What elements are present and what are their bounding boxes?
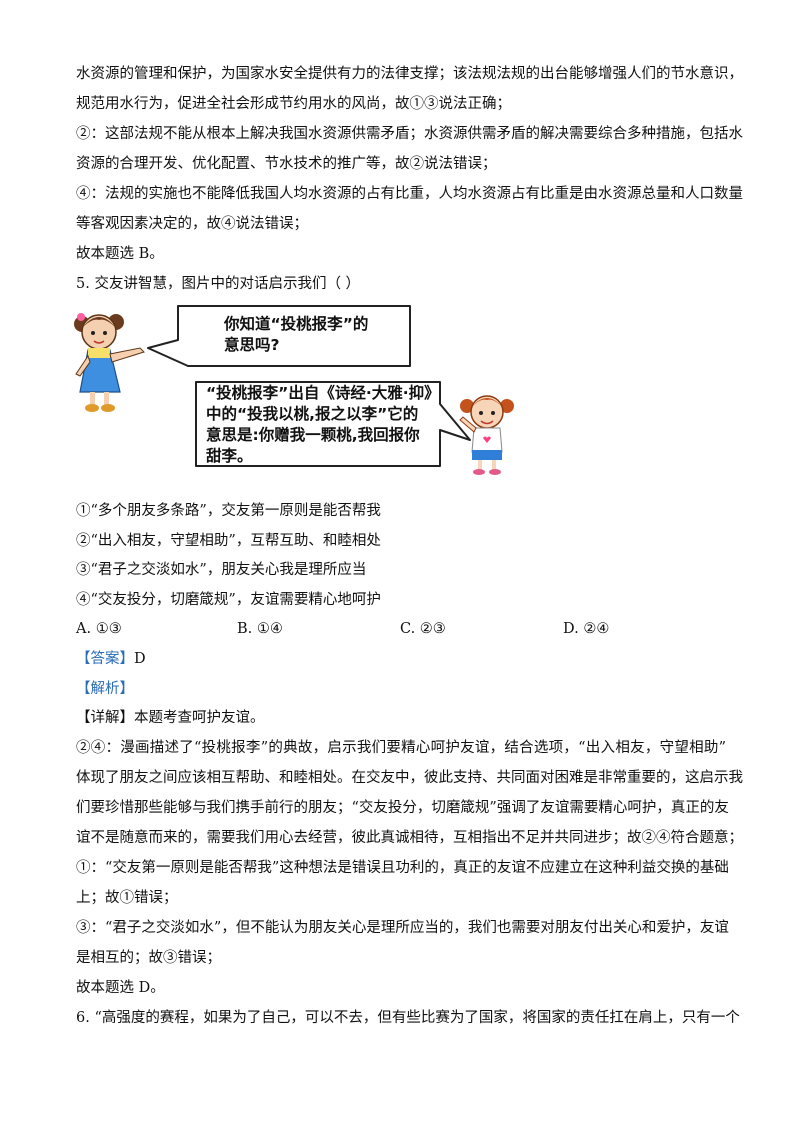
explanation-line: 谊不是随意而来的，需要我们用心去经营，彼此真诚相待，互相指出不足并共同进步；故②… <box>76 830 743 846</box>
bubble-2-line: 中的“投我以桃,报之以李”它的 <box>206 405 419 423</box>
text-line: 故本题选 B。 <box>76 246 164 262</box>
option-b: B. ①④ <box>237 621 283 637</box>
explanation-line: 们要珍惜那些能够与我们携手前行的朋友；“交友投分，切磨箴规”强调了友谊需要精心呵… <box>76 800 729 816</box>
option-d: D. ②④ <box>563 621 610 637</box>
text-line: 水资源的管理和保护，为国家水安全提供有力的法律支撑；该法规法规的出台能够增强人们… <box>76 66 743 82</box>
option-c: C. ②③ <box>400 621 446 637</box>
girl-character-left-icon <box>74 313 145 412</box>
answer-tag: 【答案】 <box>76 651 134 667</box>
bubble-2-line: 甜李。 <box>206 447 253 465</box>
explanation-line: ②④：漫画描述了“投桃报李”的典故，启示我们要精心呵护友谊，结合选项，“出入相友… <box>76 740 726 756</box>
detail-text: 本题考查呵护友谊。 <box>134 710 265 726</box>
answer-value: D <box>134 651 146 667</box>
explanation-line: 体现了朋友之间应该相互帮助、和睦相处。在交友中，彼此支持、共同面对困难是非常重要… <box>76 770 743 786</box>
question-5-stem: 5. 交友讲智慧，图片中的对话启示我们（ ） <box>76 276 361 292</box>
explanation-line: ①：“交友第一原则是能否帮我”这种想法是错误且功利的，真正的友谊不应建立在这种利… <box>76 860 729 876</box>
comic-illustration: 你知道“投桃报李”的 意思吗? “投桃报李”出自《诗经·大雅·抑》 中的“投我以… <box>70 300 530 480</box>
text-line: 资源的合理开发、优化配置、节水技术的推广等，故②说法错误； <box>76 156 497 172</box>
speech-bubble-2 <box>195 381 471 467</box>
statement-3: ③“君子之交淡如水”，朋友关心我是理所应当 <box>76 562 367 578</box>
bubble-1-line: 你知道“投桃报李”的 <box>224 315 369 333</box>
detail-tag: 【详解】 <box>76 710 134 726</box>
explanation-line: 故本题选 D。 <box>76 980 165 996</box>
option-a: A. ①③ <box>76 621 122 637</box>
explanation-line: ③：“君子之交淡如水”，但不能认为朋友关心是理所应当的，我们也需要对朋友付出关心… <box>76 920 729 936</box>
text-line: ④：法规的实施也不能降低我国人均水资源的占有比重，人均水资源占有比重是由水资源总… <box>76 186 743 202</box>
detail-line: 【详解】本题考查呵护友谊。 <box>76 708 726 728</box>
statement-1: ①“多个朋友多条路”，交友第一原则是能否帮我 <box>76 503 381 519</box>
explanation-line: 上；故①错误； <box>76 890 178 906</box>
text-line: ②：这部法规不能从根本上解决我国水资源供需矛盾；水资源供需矛盾的解决需要综合多种… <box>76 126 743 142</box>
text-line: 等客观因素决定的，故④说法错误； <box>76 216 308 232</box>
statement-2: ②“出入相友，守望相助”，互帮互助、和睦相处 <box>76 533 381 549</box>
bubble-2-line: 意思是:你赠我一颗桃,我回报你 <box>206 426 420 444</box>
text-line: 规范用水行为，促进全社会形成节约用水的风尚，故①③说法正确； <box>76 96 511 112</box>
girl-character-right-icon <box>459 395 514 475</box>
explanation-line: 是相互的；故③错误； <box>76 950 221 966</box>
bubble-2-line: “投桃报李”出自《诗经·大雅·抑》 <box>206 384 440 402</box>
statement-4: ④“交友投分，切磨箴规”，友谊需要精心地呵护 <box>76 592 381 608</box>
answer-line: 【答案】D <box>76 649 726 669</box>
question-6-stem: 6. “高强度的赛程，如果为了自己，可以不去，但有些比赛为了国家，将国家的责任扛… <box>76 1010 740 1026</box>
bubble-1-line: 意思吗? <box>224 336 280 354</box>
analysis-line: 【解析】 <box>76 679 726 699</box>
speech-bubble-1 <box>147 305 411 367</box>
analysis-tag: 【解析】 <box>76 681 134 697</box>
